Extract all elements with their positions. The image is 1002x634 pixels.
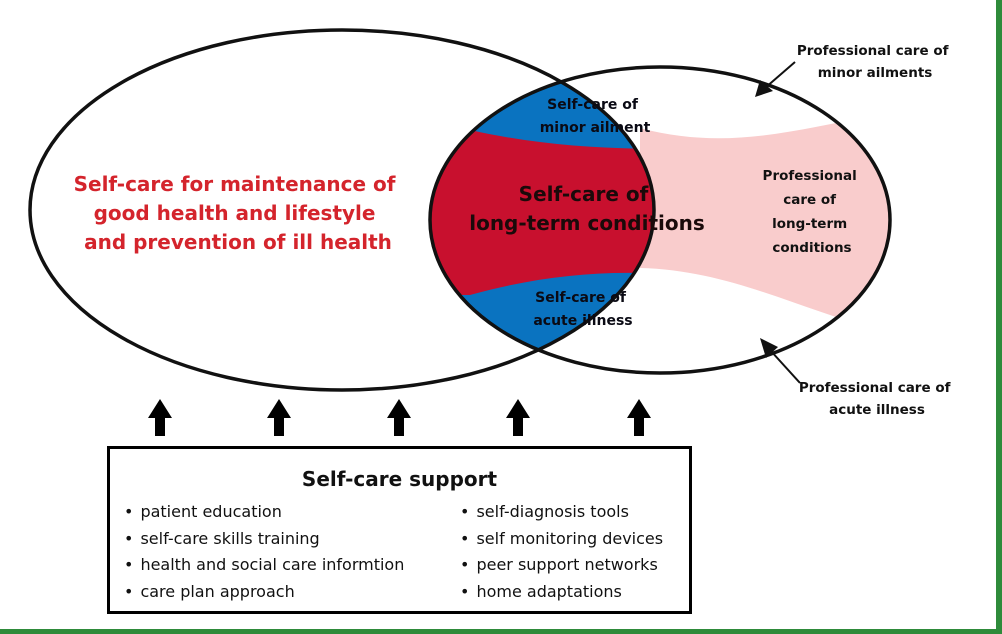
- list-item: peer support networks: [460, 552, 663, 579]
- support-arrow: [267, 399, 291, 436]
- list-item: care plan approach: [124, 579, 404, 606]
- list-item: self-care skills training: [124, 526, 404, 553]
- list-item: self monitoring devices: [460, 526, 663, 553]
- prof-minor-callout: Professional care of minor ailments: [797, 43, 953, 81]
- support-arrow: [627, 399, 651, 436]
- professional-long-term-region: [640, 115, 890, 330]
- support-arrow: [387, 399, 411, 436]
- list-item: home adaptations: [460, 579, 663, 606]
- support-arrows: [148, 399, 651, 436]
- list-item: patient education: [124, 499, 404, 526]
- support-arrow: [506, 399, 530, 436]
- list-item: self-diagnosis tools: [460, 499, 663, 526]
- professional-long-term-label: Professional care of long-term condition…: [763, 168, 862, 256]
- self-care-support-box: Self-care support patient education self…: [107, 446, 692, 614]
- prof-acute-pointer: [760, 338, 801, 384]
- support-arrow: [148, 399, 172, 436]
- frame-bottom-edge: [0, 629, 1002, 634]
- acute-illness-label: Self-care of acute illness: [533, 290, 632, 329]
- maintenance-label: Self-care for maintenance of good health…: [74, 172, 403, 254]
- prof-minor-pointer: [755, 61, 796, 97]
- long-term-label: Self-care of long-term conditions: [469, 182, 705, 235]
- support-title: Self-care support: [301, 467, 498, 491]
- support-list-left: patient education self-care skills train…: [124, 499, 404, 605]
- frame-right-edge: [996, 0, 1002, 634]
- minor-ailment-label: Self-care of minor ailment: [540, 97, 651, 136]
- professional-ellipse: [428, 65, 892, 375]
- list-item: health and social care informtion: [124, 552, 404, 579]
- support-list-right: self-diagnosis tools self monitoring dev…: [460, 499, 663, 605]
- maintenance-ellipse: [28, 28, 656, 392]
- lens-red-band: [430, 130, 654, 295]
- prof-acute-callout: Professional care of acute illness: [799, 380, 955, 418]
